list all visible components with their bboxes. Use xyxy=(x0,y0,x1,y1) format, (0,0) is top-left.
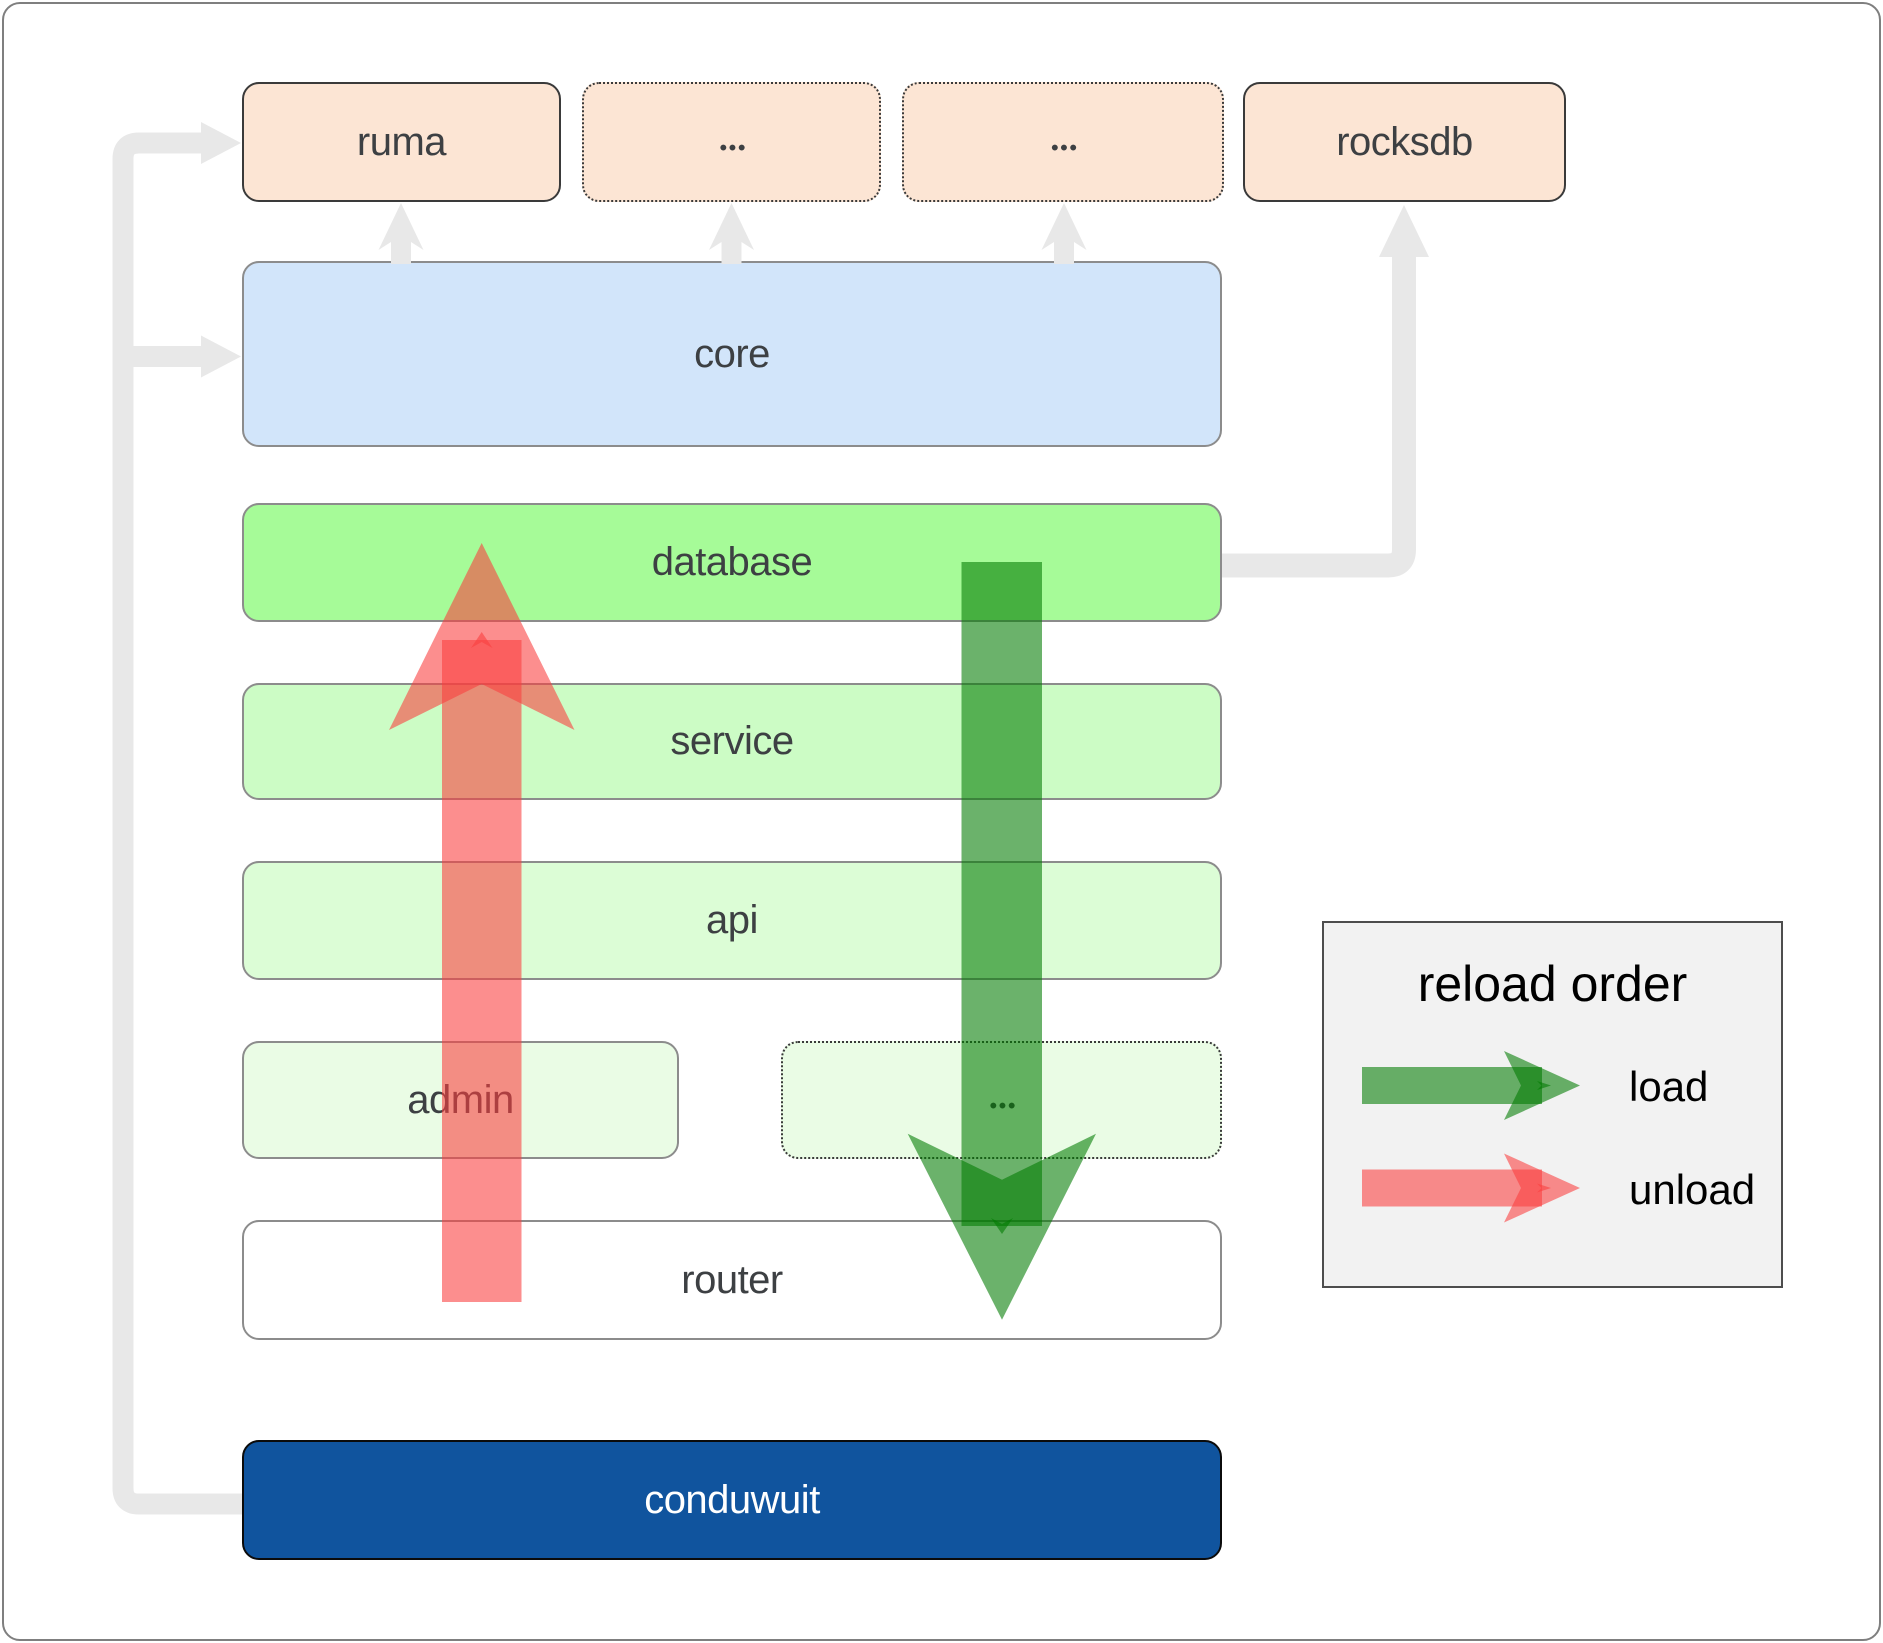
node-service-label: service xyxy=(670,719,794,763)
node-api: api xyxy=(242,861,1222,980)
legend-item-load-label: load xyxy=(1629,1063,1709,1110)
node-conduwuit: conduwuit xyxy=(242,1440,1222,1560)
node-ruma-label: ruma xyxy=(356,119,447,164)
node-core: core xyxy=(242,261,1222,447)
legend: reload order load unload xyxy=(1322,921,1783,1288)
node-ellipsis-top-1-label: ... xyxy=(717,120,747,158)
node-conduwuit-label: conduwuit xyxy=(644,1477,820,1522)
node-api-label: api xyxy=(706,898,758,942)
node-rocksdb: rocksdb xyxy=(1243,82,1566,202)
node-router: router xyxy=(242,1220,1222,1340)
node-core-label: core xyxy=(694,331,770,376)
node-admin: admin xyxy=(242,1041,679,1159)
node-ellipsis-top-2-label: ... xyxy=(1049,120,1078,158)
node-rocksdb-label: rocksdb xyxy=(1336,119,1473,164)
node-database: database xyxy=(242,503,1222,622)
node-ellipsis-top-1: ... xyxy=(582,82,881,202)
node-ruma: ruma xyxy=(242,82,561,202)
node-ellipsis-top-2: ... xyxy=(902,82,1224,202)
node-admin-label: admin xyxy=(407,1077,514,1122)
node-ellipsis-admin: ... xyxy=(781,1041,1222,1159)
legend-title: reload order xyxy=(1417,956,1688,1012)
legend-item-unload-label: unload xyxy=(1629,1166,1756,1213)
node-router-label: router xyxy=(681,1257,783,1302)
node-database-label: database xyxy=(651,540,813,584)
node-service: service xyxy=(242,683,1222,800)
node-ellipsis-admin-label: ... xyxy=(987,1078,1017,1116)
